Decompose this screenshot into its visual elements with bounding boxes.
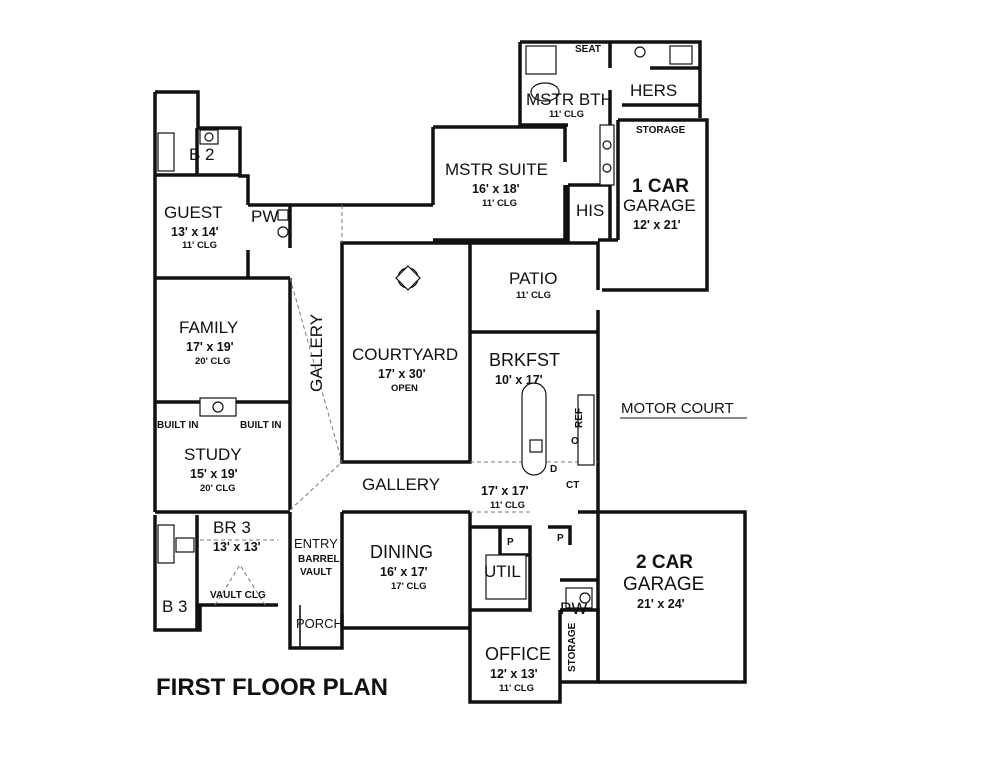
pantry1-label: P: [507, 537, 514, 548]
kitchen-dim: 17' x 17': [481, 484, 529, 498]
garage2-name2: GARAGE: [623, 574, 704, 595]
guest-label: GUEST: [164, 203, 223, 222]
garage1-dim: 12' x 21': [633, 218, 681, 232]
courtyard-clg: OPEN: [391, 383, 418, 394]
garage1-name2: GARAGE: [623, 196, 696, 215]
d-label: D: [550, 464, 557, 475]
br3-dim: 13' x 13': [213, 540, 261, 554]
ref-label: REF: [574, 408, 585, 428]
b2-label: B 2: [189, 145, 215, 164]
guest-dim: 13' x 14': [171, 225, 219, 239]
family-dim: 17' x 19': [186, 340, 234, 354]
mstr-bth-clg: 11' CLG: [549, 109, 584, 120]
mstr-suite-clg: 11' CLG: [482, 198, 517, 209]
o-label: O: [571, 436, 579, 447]
entry-label: ENTRY: [294, 536, 338, 551]
courtyard-dim: 17' x 30': [378, 367, 426, 381]
pw-bottom-label: PW: [560, 599, 587, 618]
office-label: OFFICE: [485, 644, 551, 664]
storage-top-label: STORAGE: [636, 125, 686, 136]
garage2-dim: 21' x 24': [637, 597, 685, 611]
garage1-name1: 1 CAR: [632, 176, 689, 197]
built-in-right-label: BUILT IN: [240, 420, 281, 431]
study-label: STUDY: [184, 445, 242, 464]
hers-label: HERS: [630, 81, 677, 100]
his-label: HIS: [576, 201, 604, 220]
vault-clg-label: VAULT CLG: [210, 590, 266, 601]
dining-label: DINING: [370, 542, 433, 562]
study-dim: 15' x 19': [190, 467, 238, 481]
dashed-lines: [200, 205, 598, 606]
office-clg: 11' CLG: [499, 683, 534, 694]
gallery-horizontal-label: GALLERY: [362, 475, 440, 494]
entry-sub2: VAULT: [300, 567, 332, 578]
patio-label: PATIO: [509, 269, 558, 288]
kitchen-clg: 11' CLG: [490, 500, 525, 511]
brkfst-dim: 10' x 17': [495, 373, 543, 387]
entry-sub1: BARREL: [298, 554, 340, 565]
family-label: FAMILY: [179, 318, 238, 337]
seat-label: SEAT: [575, 44, 601, 55]
study-clg: 20' CLG: [200, 483, 236, 494]
gallery-vertical-label: GALLERY: [307, 314, 326, 392]
br3-label: BR 3: [213, 518, 251, 537]
mstr-bth-label: MSTR BTH: [526, 90, 613, 109]
porch-label: PORCH: [296, 616, 343, 631]
courtyard-label: COURTYARD: [352, 345, 458, 364]
dining-clg: 17' CLG: [391, 581, 427, 592]
mstr-suite-label: MSTR SUITE: [445, 160, 548, 179]
b3-label: B 3: [162, 597, 188, 616]
storage-bottom-label: STORAGE: [567, 622, 578, 672]
pw-top-label: PW: [251, 207, 278, 226]
garage2-name1: 2 CAR: [636, 552, 693, 573]
office-dim: 12' x 13': [490, 667, 538, 681]
dining-dim: 16' x 17': [380, 565, 428, 579]
guest-clg: 11' CLG: [182, 240, 217, 251]
fixtures: [157, 45, 693, 609]
util-label: UTIL: [484, 562, 521, 581]
plan-title: FIRST FLOOR PLAN: [156, 674, 388, 701]
patio-clg: 11' CLG: [516, 290, 551, 301]
pantry2-label: P: [557, 533, 564, 544]
motor-court-label: MOTOR COURT: [621, 400, 734, 417]
built-in-left-label: BUILT IN: [157, 420, 198, 431]
ct-label: CT: [566, 480, 579, 491]
mstr-suite-dim: 16' x 18': [472, 182, 520, 196]
family-clg: 20' CLG: [195, 356, 231, 367]
brkfst-label: BRKFST: [489, 350, 560, 370]
